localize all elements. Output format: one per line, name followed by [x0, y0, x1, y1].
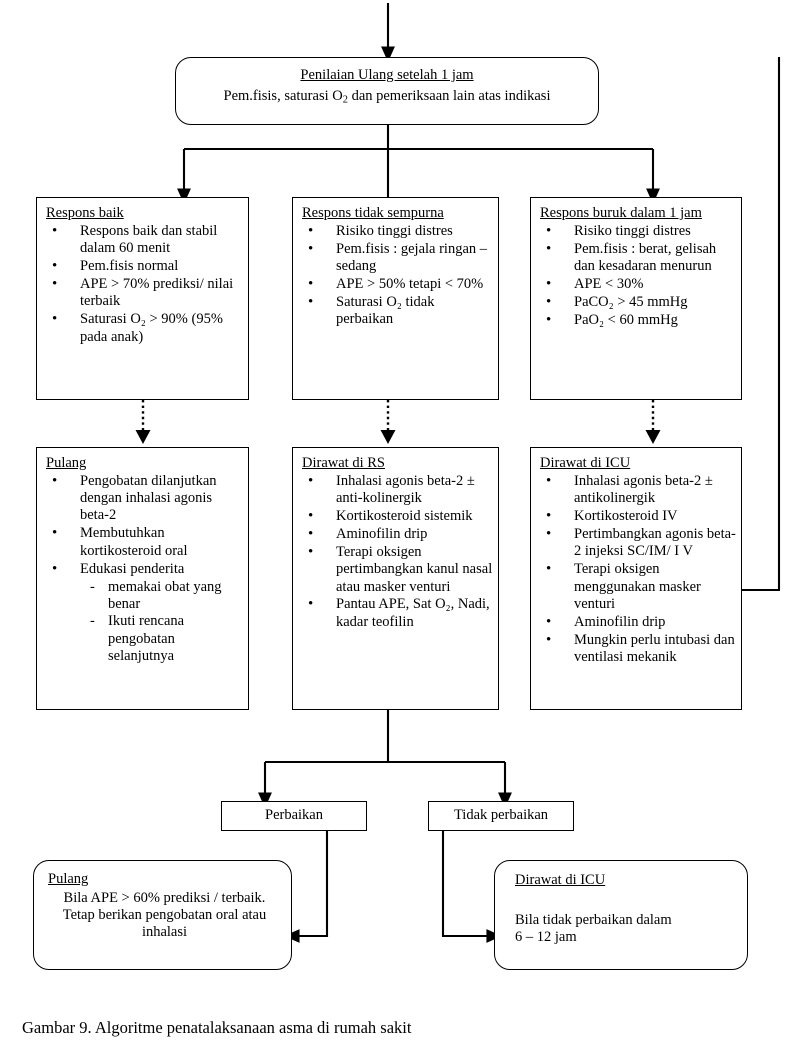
discharge-final-body: Bila APE > 60% prediksi / terbaik. Tetap… — [62, 889, 267, 941]
node-improved[interactable]: Perbaikan — [221, 801, 367, 831]
response-incomplete-list: Risiko tinggi distres Pem.fisis : gejala… — [302, 222, 493, 329]
not-improved-label: Tidak perbaikan — [453, 807, 549, 823]
list-item: Terapi oksigen pertimbangkan kanul nasal… — [302, 543, 493, 596]
list-item: Risiko tinggi distres — [540, 222, 736, 240]
list-item: Terapi oksigen menggunakan masker ventur… — [540, 560, 736, 613]
admit-icu-title: Dirawat di ICU — [540, 455, 631, 471]
list-item: Pem.fisis : gejala ringan – sedang — [302, 240, 493, 276]
list-item: Aminofilin drip — [302, 525, 493, 543]
list-item: Kortikosteroid sistemik — [302, 507, 493, 525]
discharge-list: Pengobatan dilanjutkan dengan inhalasi a… — [46, 472, 243, 578]
list-item: Pengobatan dilanjutkan dengan inhalasi a… — [46, 472, 243, 525]
node-discharge-final[interactable]: Pulang Bila APE > 60% prediksi / terbaik… — [33, 860, 292, 970]
response-poor-title: Respons buruk dalam 1 jam — [540, 205, 702, 221]
list-item: Aminofilin drip — [540, 613, 736, 631]
node-response-poor[interactable]: Respons buruk dalam 1 jam Risiko tinggi … — [530, 197, 742, 400]
list-item: memakai obat yang benar — [86, 579, 243, 614]
list-item: Mungkin perlu intubasi dan ventilasi mek… — [540, 631, 736, 667]
node-discharge[interactable]: Pulang Pengobatan dilanjutkan dengan inh… — [36, 447, 249, 710]
list-item: Pertimbangkan agonis beta-2 injeksi SC/I… — [540, 525, 736, 561]
list-item: APE < 30% — [540, 275, 736, 293]
node-reassess[interactable]: Penilaian Ulang setelah 1 jam Pem.fisis,… — [175, 57, 599, 125]
list-item: Pem.fisis : berat, gelisah dan kesadaran… — [540, 240, 736, 276]
discharge-title: Pulang — [46, 455, 87, 471]
icu-final-title: Dirawat di ICU — [515, 872, 606, 888]
list-item: Risiko tinggi distres — [302, 222, 493, 240]
list-item: Edukasi penderita — [46, 560, 243, 578]
discharge-sublist: memakai obat yang benar Ikuti rencana pe… — [86, 579, 243, 666]
node-not-improved[interactable]: Tidak perbaikan — [428, 801, 574, 831]
not-improved-to-icu-final — [441, 831, 502, 943]
node-response-incomplete[interactable]: Respons tidak sempurna Risiko tinggi dis… — [292, 197, 499, 400]
list-item: Inhalasi agonis beta-2 ± anti-kolinergik — [302, 472, 493, 508]
list-item: Inhalasi agonis beta-2 ± antikolinergik — [540, 472, 736, 508]
list-item: Pem.fisis normal — [46, 257, 243, 275]
response-good-list: Respons baik dan stabil dalam 60 menit P… — [46, 222, 243, 346]
admit-icu-list: Inhalasi agonis beta-2 ± antikolinergik … — [540, 472, 736, 667]
list-item: Ikuti rencana pengobatan selanjutnya — [86, 613, 243, 665]
list-item: PaCO₂ > 45 mmHg — [540, 293, 736, 311]
list-item: Saturasi O₂ tidak perbaikan — [302, 293, 493, 329]
dotted-arrowheads — [135, 430, 661, 444]
figure-caption: Gambar 9. Algoritme penatalaksanaan asma… — [22, 1018, 412, 1037]
reassess-subtitle-a: Pem.fisis, saturasi O — [223, 87, 343, 104]
admit-hospital-list: Inhalasi agonis beta-2 ± anti-kolinergik… — [302, 472, 493, 632]
node-admit-hospital[interactable]: Dirawat di RS Inhalasi agonis beta-2 ± a… — [292, 447, 499, 710]
discharge-final-title: Pulang — [48, 871, 89, 887]
response-poor-list: Risiko tinggi distres Pem.fisis : berat,… — [540, 222, 736, 329]
list-item: APE > 50% tetapi < 70% — [302, 275, 493, 293]
reassess-subtitle: Pem.fisis, saturasi O2 dan pemeriksaan l… — [184, 88, 590, 107]
list-item: Pantau APE, Sat O₂, Nadi, kadar teofilin — [302, 595, 493, 631]
node-admit-icu[interactable]: Dirawat di ICU Inhalasi agonis beta-2 ± … — [530, 447, 742, 710]
admit-hospital-title: Dirawat di RS — [302, 455, 385, 471]
node-response-good[interactable]: Respons baik Respons baik dan stabil dal… — [36, 197, 249, 400]
reassess-subtitle-b: dan pemeriksaan lain atas indikasi — [347, 87, 551, 104]
reassess-subtitle-sub: 2 — [342, 93, 348, 105]
improved-to-discharge-final — [284, 831, 329, 943]
list-item: PaO₂ < 60 mmHg — [540, 311, 736, 329]
list-item: APE > 70% prediksi/ nilai terbaik — [46, 275, 243, 311]
improved-label: Perbaikan — [265, 807, 323, 823]
icu-final-body-line1: Bila tidak perbaikan dalam — [515, 911, 672, 928]
response-good-title: Respons baik — [46, 205, 124, 221]
list-item: Membutuhkan kortikosteroid oral — [46, 524, 243, 560]
list-item: Kortikosteroid IV — [540, 507, 736, 525]
response-incomplete-title: Respons tidak sempurna — [302, 205, 444, 221]
reassess-title: Penilaian Ulang setelah 1 jam — [300, 67, 474, 83]
node-icu-final[interactable]: Dirawat di ICU Bila tidak perbaikan dala… — [494, 860, 748, 970]
list-item: Saturasi O₂ > 90% (95% pada anak) — [46, 310, 243, 346]
list-item: Respons baik dan stabil dalam 60 menit — [46, 222, 243, 258]
icu-final-body-line2: 6 – 12 jam — [515, 929, 577, 946]
